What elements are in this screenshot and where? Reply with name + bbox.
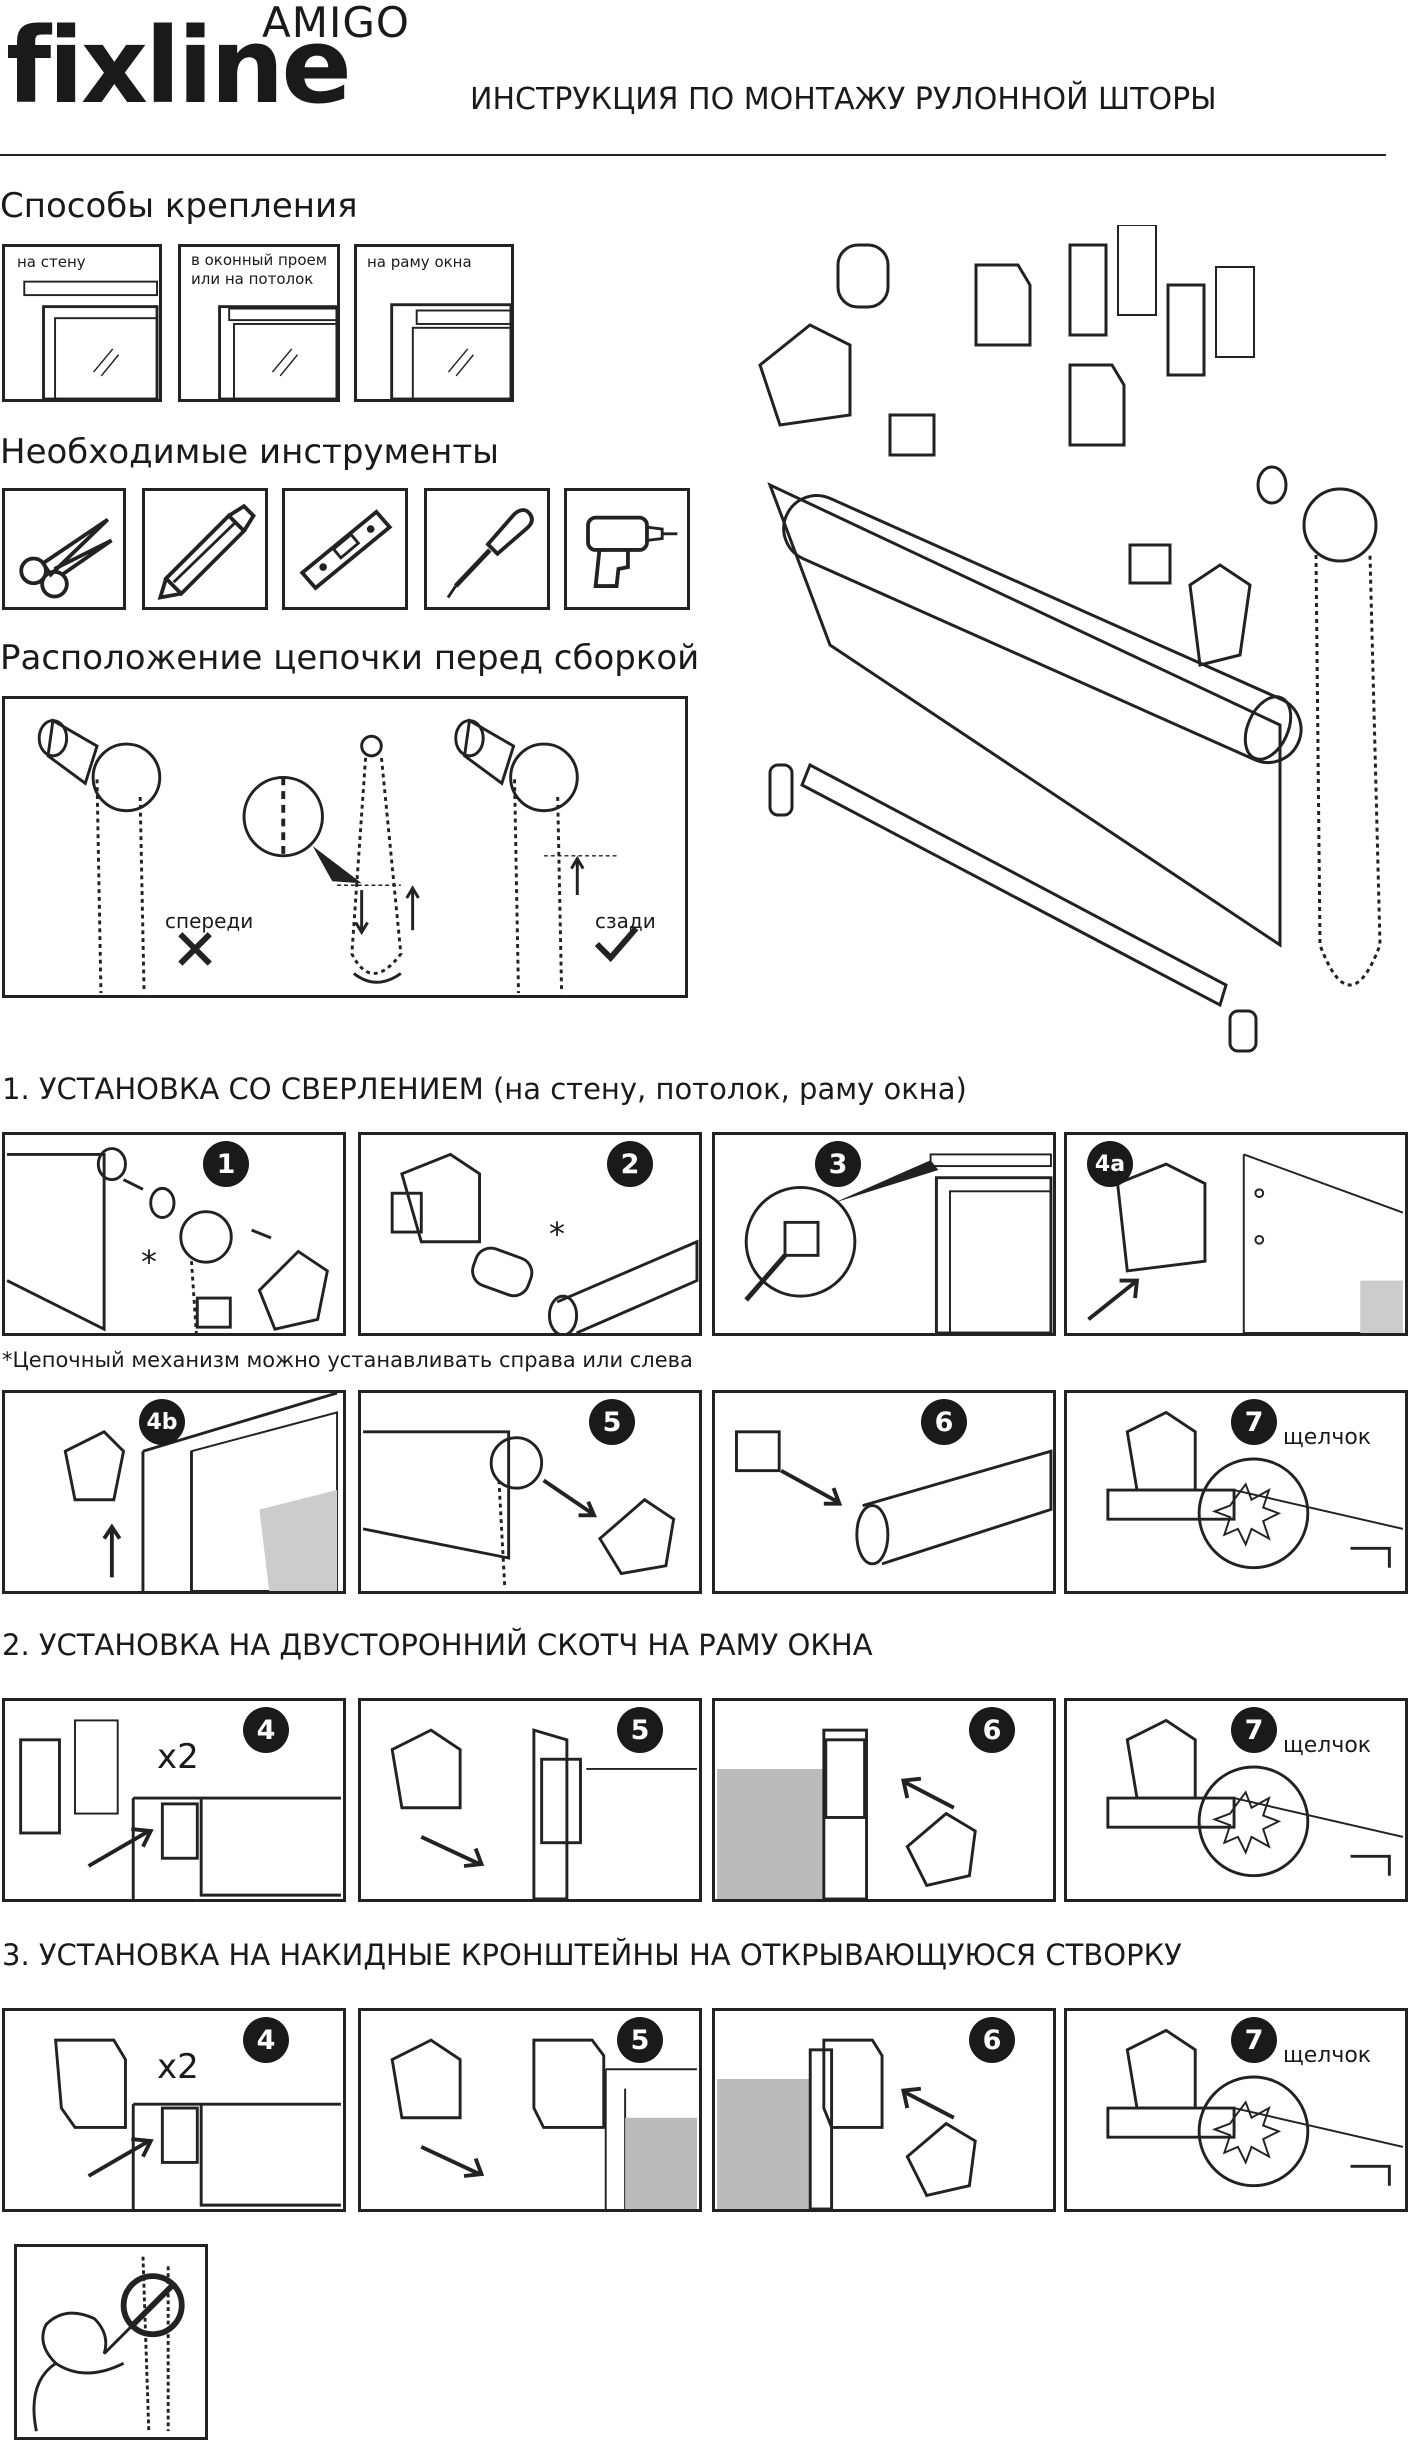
pencil-icon [157, 503, 256, 600]
child-safety-warning-icon [32, 2256, 185, 2432]
s2-step-4: 4 x2 [2, 1698, 346, 1902]
s1-step-7: 7 щелчок [1064, 1390, 1408, 1594]
s1-step-4a: 4a [1064, 1132, 1408, 1336]
recess-mount-illustration [218, 305, 337, 399]
s1-step-2-illustration [390, 1152, 699, 1333]
step-badge: 7 [1231, 2017, 1277, 2063]
chain-illustration [37, 718, 639, 994]
tools-title: Необходимые инструменты [0, 432, 499, 472]
s1-step-6-illustration [735, 1430, 1053, 1566]
s1-step-1: 1 * [2, 1132, 346, 1336]
s3-step-7: 7 щелчок [1064, 2008, 1408, 2212]
tool-screwdriver [424, 488, 550, 610]
tool-drill [564, 488, 690, 610]
mounting-option-label: на раму окна [367, 253, 472, 271]
s3-step-4: 4 x2 [2, 2008, 346, 2212]
step-badge: 2 [607, 1141, 653, 1187]
s1-step-1-illustration [6, 1147, 329, 1333]
click-label: щелчок [1283, 2043, 1372, 2068]
step-badge: 5 [589, 1399, 635, 1445]
s2-step-6-illustration [717, 1728, 977, 1899]
s3-step-7-illustration [1106, 2028, 1404, 2188]
section1-title: 1. УСТАНОВКА СО СВЕРЛЕНИЕМ (на стену, по… [2, 1072, 967, 1106]
s1-step-2: 2 * [358, 1132, 702, 1336]
quantity-x2: x2 [157, 2047, 199, 2087]
wall-mount-illustration [23, 280, 159, 399]
step-badge: 4 [243, 1707, 289, 1753]
s3-step-5: 5 [358, 2008, 702, 2212]
s1-step-6: 6 [712, 1390, 1056, 1594]
brand-logo: fixline AMIGO [6, 0, 426, 127]
s3-step-5-illustration [390, 2038, 697, 2209]
s1-step-3-illustration [744, 1153, 1053, 1333]
step-badge: 6 [921, 1399, 967, 1445]
s3-step-6: 6 [712, 2008, 1056, 2212]
s3-step-4-illustration [54, 2038, 341, 2209]
s1-step-7-illustration [1106, 1410, 1404, 1570]
s2-step-7-illustration [1106, 1718, 1404, 1878]
quantity-x2: x2 [157, 1737, 199, 1777]
s1-step-4a-illustration [1087, 1153, 1404, 1333]
brand-name: fixline [6, 5, 352, 127]
s2-step-4-illustration [19, 1719, 341, 1899]
chain-front-label: спереди [165, 909, 254, 933]
tool-scissors [2, 488, 126, 610]
asterisk-mark: * [549, 1215, 565, 1253]
drill-icon [586, 515, 678, 588]
tool-pencil [142, 488, 268, 610]
section2-title: 2. УСТАНОВКА НА ДВУСТОРОННИЙ СКОТЧ НА РА… [2, 1628, 873, 1662]
click-label: щелчок [1283, 1425, 1372, 1450]
mounting-option-frame: на раму окна [354, 244, 514, 402]
step-badge: 7 [1231, 1707, 1277, 1753]
mounting-option-recess: в оконный проем или на потолок [178, 244, 340, 402]
frame-mount-illustration [390, 303, 511, 399]
s2-step-5-illustration [390, 1728, 697, 1899]
step-badge: 4b [139, 1399, 185, 1445]
s2-step-6: 6 [712, 1698, 1056, 1902]
s1-step-4b-illustration [63, 1393, 339, 1591]
s3-step-6-illustration [717, 2038, 977, 2209]
scissors-icon [19, 517, 113, 599]
mounting-option-label: в оконный проем или на потолок [191, 251, 328, 288]
level-icon [299, 509, 393, 591]
step-badge: 5 [617, 1707, 663, 1753]
child-safety-warning [14, 2244, 208, 2440]
brand-sub: AMIGO [262, 0, 410, 47]
chain-back-label: сзади [595, 909, 656, 933]
s2-step-5: 5 [358, 1698, 702, 1902]
section3-title: 3. УСТАНОВКА НА НАКИДНЫЕ КРОНШТЕЙНЫ НА О… [2, 1938, 1182, 1972]
s1-step-5: 5 [358, 1390, 702, 1594]
step-badge: 1 [203, 1141, 249, 1187]
step-badge: 6 [969, 1707, 1015, 1753]
step-badge: 3 [815, 1141, 861, 1187]
exploded-parts-view [758, 225, 1382, 1053]
step-badge: 7 [1231, 1399, 1277, 1445]
s2-step-7: 7 щелчок [1064, 1698, 1408, 1902]
mounting-option-wall: на стену [2, 244, 162, 402]
tool-level [282, 488, 408, 610]
chain-side-note: *Цепочный механизм можно устанавливать с… [2, 1348, 693, 1372]
document-title: ИНСТРУКЦИЯ ПО МОНТАЖУ РУЛОННОЙ ШТОРЫ [470, 82, 1217, 117]
s1-step-5-illustration [362, 1430, 676, 1588]
mounting-option-label: на стену [17, 253, 86, 271]
step-badge: 4a [1087, 1141, 1133, 1187]
s1-step-4b: 4b [2, 1390, 346, 1594]
mounting-title: Способы крепления [0, 186, 358, 226]
chain-position-diagram: спереди сзади [2, 696, 688, 998]
screwdriver-icon [446, 508, 534, 599]
header-divider [0, 154, 1386, 156]
step-badge: 4 [243, 2017, 289, 2063]
step-badge: 5 [617, 2017, 663, 2063]
click-label: щелчок [1283, 1733, 1372, 1758]
s1-step-3: 3 [712, 1132, 1056, 1336]
step-badge: 6 [969, 2017, 1015, 2063]
chain-title: Расположение цепочки перед сборкой [0, 638, 700, 678]
asterisk-mark: * [141, 1243, 157, 1281]
